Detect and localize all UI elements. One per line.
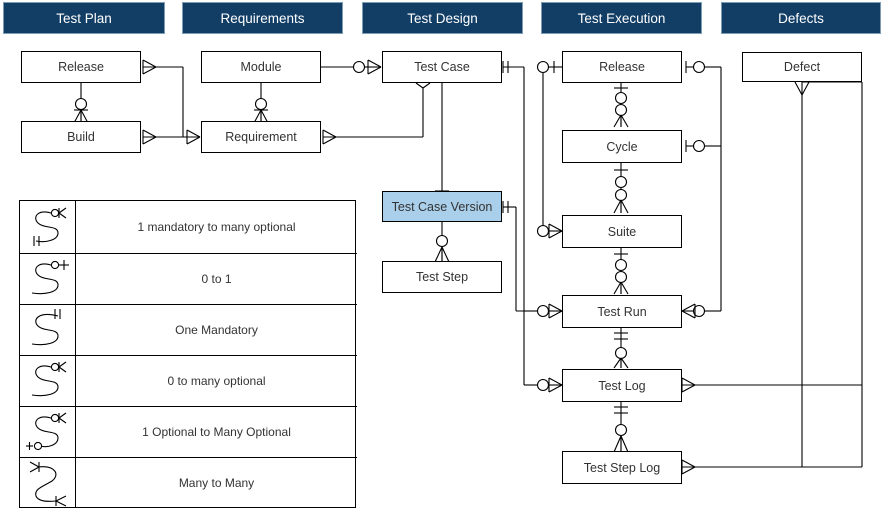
group-header-requirements[interactable]: Requirements (182, 2, 343, 34)
group-header-defects[interactable]: Defects (721, 2, 881, 34)
symbol-many-to-many (20, 458, 76, 508)
group-header-test-plan[interactable]: Test Plan (3, 2, 165, 34)
symbol-one-optional-to-many-optional (20, 407, 76, 457)
group-header-label: Test Design (407, 10, 478, 26)
legend-label: One Mandatory (175, 323, 258, 337)
entity-label: Build (67, 130, 95, 144)
symbol-zero-to-many-optional (20, 356, 76, 406)
legend-label: 1 Optional to Many Optional (142, 425, 291, 439)
group-header-test-design[interactable]: Test Design (362, 2, 523, 34)
legend-table: 1 mandatory to many optional 0 to 1 One … (19, 200, 357, 508)
entity-label: Suite (607, 224, 637, 239)
entity-module[interactable]: Module (201, 51, 321, 83)
legend-row: One Mandatory (20, 305, 357, 356)
entity-label: Requirement (225, 130, 297, 144)
entity-suite[interactable]: Suite (562, 215, 682, 248)
entity-test-step-log[interactable]: Test Step Log (562, 451, 682, 484)
entity-label: Module (240, 60, 282, 74)
entity-test-run[interactable]: Test Run (562, 295, 682, 328)
entity-label: Test Run (597, 304, 647, 319)
entity-release-exec[interactable]: Release (562, 51, 682, 83)
legend-label: 0 to many optional (167, 374, 266, 388)
entity-requirement[interactable]: Requirement (201, 121, 321, 153)
entity-test-step[interactable]: Test Step (382, 261, 502, 293)
group-header-label: Defects (778, 10, 824, 26)
legend-label: 1 mandatory to many optional (137, 220, 296, 234)
entity-release-plan[interactable]: Release (21, 51, 141, 83)
entity-build[interactable]: Build (21, 121, 141, 153)
entity-defect[interactable]: Defect (742, 52, 862, 82)
entity-label: Test Step Log (583, 460, 661, 475)
entity-label: Cycle (606, 139, 638, 154)
legend-row: 1 mandatory to many optional (20, 201, 357, 254)
entity-label: Test Case (414, 60, 470, 74)
group-header-label: Test Plan (56, 10, 112, 26)
entity-label: Defect (783, 60, 821, 74)
entity-cycle[interactable]: Cycle (562, 130, 682, 163)
legend-label: 0 to 1 (201, 272, 232, 286)
group-header-label: Requirements (220, 10, 305, 26)
entity-label: Release (599, 60, 645, 74)
entity-label: Test Case Version (391, 199, 493, 214)
entity-label: Test Step (415, 270, 469, 284)
legend-row: Many to Many (20, 458, 357, 508)
legend-row: 1 Optional to Many Optional (20, 407, 357, 458)
symbol-one-mandatory-to-many-optional (20, 201, 76, 253)
legend-row: 0 to 1 (20, 254, 357, 305)
group-header-test-execution[interactable]: Test Execution (541, 2, 702, 34)
entity-label: Release (58, 60, 104, 74)
symbol-one-mandatory (20, 305, 76, 355)
entity-label: Test Log (598, 378, 646, 393)
group-header-label: Test Execution (577, 10, 666, 26)
entity-test-case-version[interactable]: Test Case Version (382, 191, 502, 222)
entity-test-case[interactable]: Test Case (382, 51, 502, 83)
entity-test-log[interactable]: Test Log (562, 369, 682, 402)
legend-label: Many to Many (178, 476, 255, 490)
legend-row: 0 to many optional (20, 356, 357, 407)
symbol-zero-to-one (20, 254, 76, 304)
